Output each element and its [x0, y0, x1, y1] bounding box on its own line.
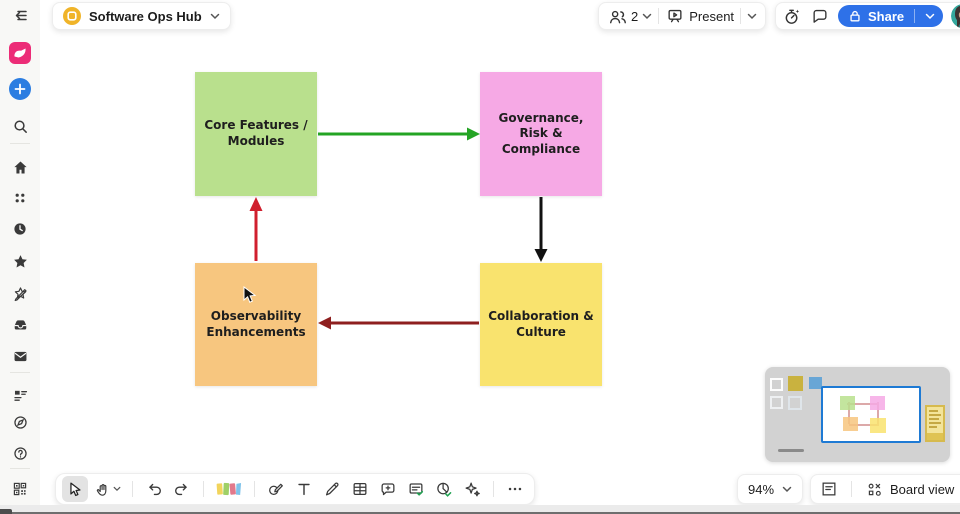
left-sidebar: [0, 0, 40, 514]
actions-card: Share: [775, 2, 960, 30]
chevron-down-icon[interactable]: [747, 13, 757, 20]
explore-compass-icon[interactable]: [11, 413, 29, 431]
comments-icon[interactable]: [810, 6, 830, 26]
share-button[interactable]: Share: [838, 5, 944, 27]
create-new-button[interactable]: [9, 78, 31, 100]
shapes-tool[interactable]: [263, 476, 289, 502]
zoom-control[interactable]: 94%: [737, 474, 804, 504]
frames-icon[interactable]: [819, 479, 839, 499]
view-switcher: Board view: [810, 474, 960, 504]
sidebar-divider: [10, 143, 30, 144]
minimap-frame-thumb: [770, 378, 783, 391]
mail-icon[interactable]: [11, 347, 29, 365]
share-label: Share: [868, 8, 905, 24]
table-tool[interactable]: [347, 476, 373, 502]
sticky-note-collaboration[interactable]: Collaboration & Culture: [480, 263, 602, 386]
select-tool[interactable]: [62, 476, 88, 502]
undo-button[interactable]: [141, 476, 167, 502]
board-title-card[interactable]: Software Ops Hub: [52, 2, 231, 30]
recent-clock-icon[interactable]: [11, 220, 29, 238]
connector-observability-to-core[interactable]: [249, 197, 263, 261]
home-icon[interactable]: [11, 158, 29, 176]
divider: [740, 8, 742, 24]
divider: [658, 8, 660, 24]
comment-tool[interactable]: [375, 476, 401, 502]
sticky-note-observability[interactable]: Observability Enhancements: [195, 263, 317, 386]
divider: [254, 481, 255, 497]
lock-icon: [850, 10, 860, 22]
sticky-note-governance[interactable]: Governance, Risk & Compliance: [480, 72, 602, 196]
collaboration-card: 2 Present: [598, 2, 767, 30]
help-icon[interactable]: [11, 444, 29, 462]
minimap-document-thumb: [925, 405, 945, 442]
timer-icon[interactable]: [782, 6, 802, 26]
qr-code-icon[interactable]: [11, 480, 29, 498]
sidebar-divider: [10, 372, 30, 373]
minimap-frame-thumb: [788, 396, 802, 410]
pen-tool[interactable]: [319, 476, 345, 502]
minimap-mini-note: [840, 396, 855, 410]
inbox-icon[interactable]: [11, 315, 29, 333]
minimap-mini-note: [843, 417, 858, 431]
feedback-tool[interactable]: [403, 476, 429, 502]
note-label: Governance, Risk & Compliance: [498, 110, 584, 156]
minimap-mini-note: [870, 418, 886, 433]
board-view-icon: [864, 479, 884, 499]
minimap-note-thumb: [788, 376, 803, 391]
divider: [914, 9, 916, 23]
minimap-viewport[interactable]: [821, 386, 921, 443]
templates-icon[interactable]: [11, 386, 29, 404]
minimap-note-thumb: [809, 377, 822, 389]
app-logo[interactable]: [9, 42, 31, 64]
board-icon: [63, 7, 81, 25]
users-icon[interactable]: [607, 6, 627, 26]
apps-grid-icon[interactable]: [11, 189, 29, 207]
connector-core-to-governance[interactable]: [318, 127, 480, 141]
chevron-down-icon: [782, 486, 792, 492]
divider: [493, 481, 494, 497]
view-label[interactable]: Board view: [890, 481, 955, 497]
search-icon[interactable]: [11, 117, 29, 135]
hand-tool[interactable]: [90, 476, 124, 502]
chart-tool[interactable]: [431, 476, 457, 502]
redo-button[interactable]: [169, 476, 195, 502]
sticky-note-core-features[interactable]: Core Features / Modules: [195, 72, 317, 196]
user-count: 2: [631, 8, 639, 24]
more-tools-button[interactable]: [502, 476, 528, 502]
ai-sparkle-tool[interactable]: [459, 476, 485, 502]
expand-sidebar-icon[interactable]: [11, 6, 29, 24]
present-button[interactable]: Present: [689, 8, 735, 24]
starred-icon[interactable]: [11, 252, 29, 270]
note-label: Collaboration & Culture: [488, 308, 594, 339]
creation-toolbar: [55, 473, 535, 505]
quick-capture-icon[interactable]: [11, 284, 29, 302]
minimap[interactable]: [765, 367, 950, 462]
connector-collaboration-to-observability[interactable]: [318, 316, 479, 330]
note-label: Core Features / Modules: [204, 118, 308, 148]
divider: [851, 481, 852, 497]
divider: [203, 481, 204, 497]
note-label: Observability Enhancements: [206, 308, 306, 339]
present-icon: [665, 6, 685, 26]
minimap-mini-note: [870, 396, 885, 410]
window-bottom-edge: [0, 505, 960, 514]
chevron-down-icon[interactable]: [113, 486, 121, 492]
text-tool[interactable]: [291, 476, 317, 502]
share-dropdown-chevron[interactable]: [921, 13, 939, 20]
user-avatar[interactable]: [951, 4, 960, 28]
sidebar-divider: [10, 468, 30, 469]
chevron-down-icon: [210, 13, 219, 19]
minimap-frame-thumb: [770, 396, 783, 409]
chevron-down-icon[interactable]: [642, 13, 652, 20]
divider: [132, 481, 133, 497]
sticky-note-tool[interactable]: [212, 476, 246, 502]
zoom-level: 94%: [748, 481, 775, 497]
minimap-scrollbar[interactable]: [778, 449, 804, 452]
board-title: Software Ops Hub: [89, 8, 202, 24]
connector-governance-to-collaboration[interactable]: [534, 197, 548, 262]
